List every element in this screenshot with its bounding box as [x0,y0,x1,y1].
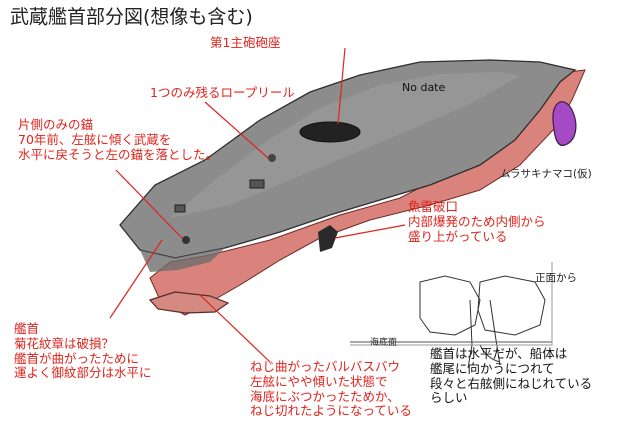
label-no-date: No date [402,81,446,94]
label-main-turret: 第1主砲砲座 [210,35,281,50]
upper-hull-gray [119,59,577,259]
fairlead-reel [268,154,276,162]
label-fairlead: 1つのみ残るロープリール [150,85,295,100]
anchor-hawse [182,236,190,244]
hull-shadow [140,248,225,272]
pointer-lines [109,47,406,363]
deck-fitting-2 [174,204,186,213]
bulbous-bow [148,291,230,314]
sea-cucumber [552,101,577,146]
torpedo-damage [318,225,338,252]
turret-barbette [299,121,361,143]
diagram-title: 武蔵艦首部分図(想像も含む) [10,6,253,28]
label-sea-cucumber: ムラサキナマコ(仮) [500,168,592,180]
label-bow: 艦首 菊花紋章は破損？ 艦首が曲がったために 運よく御紋部分は水平に [14,321,152,381]
label-bulbous-bow: ねじ曲がったバルバスバウ 左舷にやや傾いた状態で 海底にぶつかったためか、 ねじ… [250,359,412,419]
label-hull-twist: 艦首は水平だが、船体は 艦尾に向かうにつれて 段々と右舷側にねじれている らしい [430,346,593,406]
deck-fitting [249,179,265,189]
front-view-sketch [350,262,553,369]
label-front-view: 正面から [535,272,577,284]
label-torpedo-hole: 魚雷破口 内部爆発のため内側から 盛り上がっている [408,199,546,244]
label-anchor: 片側のみの錨 70年前、左舷に傾く武蔵を 水平に戻そうと左の錨を落とした。 [18,117,219,162]
label-seabed: 海底面 [370,338,398,348]
